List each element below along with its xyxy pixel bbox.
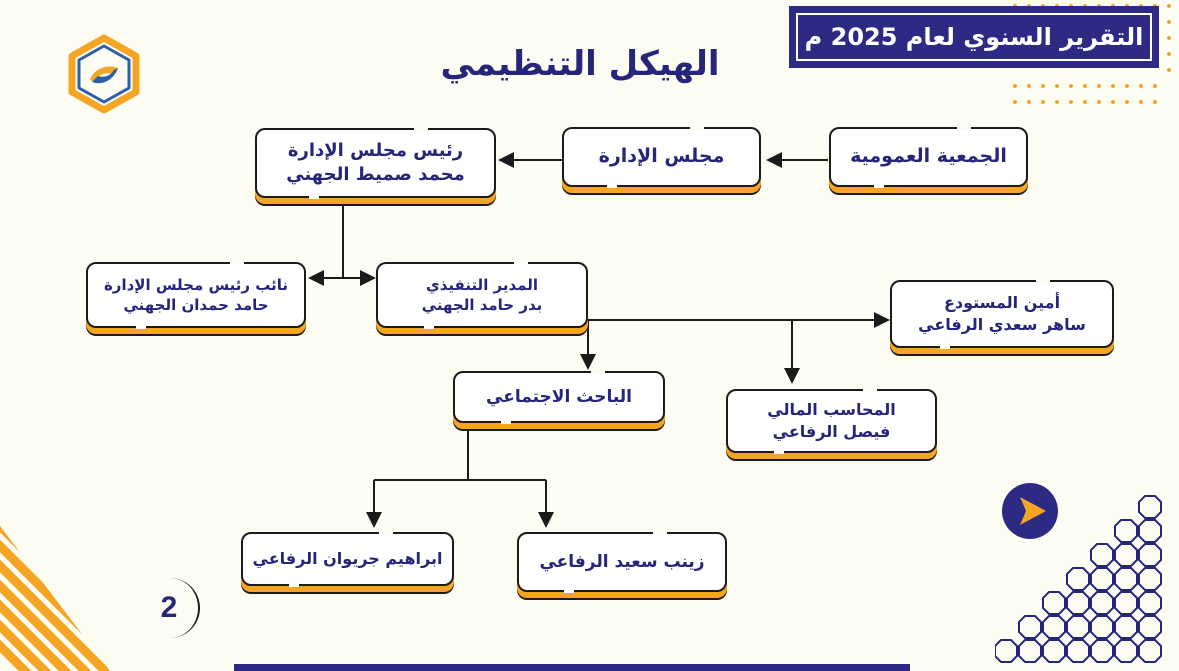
executive-director-role: المدير التنفيذي	[425, 275, 539, 294]
general-assembly-box: الجمعية العمومية	[829, 126, 1028, 188]
executive-director-name: بدر حامد الجهني	[421, 296, 543, 314]
page-title: الهيكل التنظيمي	[440, 44, 720, 84]
logo-hands-icon	[68, 34, 140, 114]
chairman-box: رئيس مجلس الإدارة محمد صميط الجهني	[255, 127, 496, 199]
warehouse-keeper-name: ساهر سعدي الرفاعي	[918, 315, 1086, 334]
chairman-name: محمد صميط الجهني	[286, 164, 465, 185]
staff-box-2: ابراهيم جريوان الرفاعي	[241, 531, 454, 587]
warehouse-keeper-role: أمين المستودع	[943, 293, 1061, 313]
vice-chairman-role: نائب رئيس مجلس الإدارة	[103, 275, 289, 294]
staff-box-1: زينب سعيد الرفاعي	[517, 531, 727, 593]
board-label: مجلس الإدارة	[598, 145, 725, 168]
page-number: 2	[140, 578, 200, 638]
bottom-bar	[234, 664, 910, 671]
accountant-role: المحاسب المالي	[767, 400, 896, 420]
social-researcher-box: الباحث الاجتماعي	[453, 370, 665, 424]
vice-chairman-box: نائب رئيس مجلس الإدارة حامد حمدان الجهني	[86, 261, 306, 329]
accountant-name: فيصل الرفاعي	[772, 422, 891, 441]
play-arrow-icon[interactable]	[1000, 481, 1060, 541]
report-title: التقرير السنوي لعام 2025 م	[796, 13, 1152, 61]
stripe-decoration	[0, 526, 110, 671]
executive-director-box: المدير التنفيذي بدر حامد الجهني	[376, 261, 588, 329]
board-box: مجلس الإدارة	[562, 126, 761, 188]
vice-chairman-name: حامد حمدان الجهني	[123, 296, 269, 314]
octagon-pattern	[995, 495, 1162, 663]
social-researcher-label: الباحث الاجتماعي	[486, 386, 632, 407]
staff-2-name: ابراهيم جريوان الرفاعي	[252, 549, 443, 569]
general-assembly-label: الجمعية العمومية	[850, 145, 1007, 168]
accountant-box: المحاسب المالي فيصل الرفاعي	[726, 388, 937, 454]
report-title-banner: التقرير السنوي لعام 2025 م	[789, 6, 1159, 68]
staff-1-name: زينب سعيد الرفاعي	[539, 551, 705, 572]
warehouse-keeper-box: أمين المستودع ساهر سعدي الرفاعي	[890, 279, 1114, 349]
chairman-role: رئيس مجلس الإدارة	[287, 139, 464, 161]
